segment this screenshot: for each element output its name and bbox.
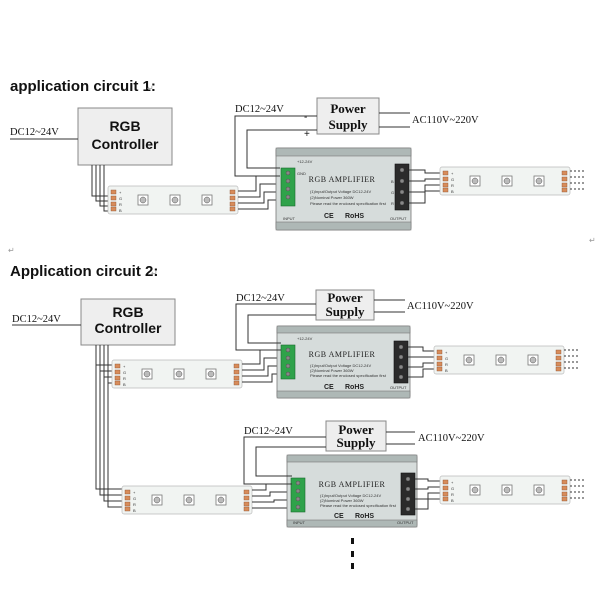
amp1-input-voltage: DC12~24V [235,104,284,115]
para-mark: ↵ [147,84,154,93]
amp1-g: G [391,190,394,195]
led-strip-1a [107,185,239,215]
led-strip-2b-out [439,475,571,505]
amp1-spec-3: Please read the enclosed specification f… [310,201,387,206]
power2b-label-2: Supply [336,435,376,450]
amp1-vcc: +12-24V [297,159,313,164]
controller1-label-1: RGB [109,118,140,134]
amp1-output-label: OUTPUT [390,216,407,221]
controller2-label-2: Controller [95,320,162,336]
led-strip-2a-out [433,345,565,375]
amp2a-rohs: RoHS [345,384,364,391]
para-mark: ↵ [151,269,158,278]
controller2-label-1: RGB [112,304,143,320]
para-mark: ↵ [589,236,596,245]
amp2a-ce: CE [324,384,334,391]
rgb-controller-1 [77,107,173,166]
amp2b-spec-3: Please read the enclosed specification f… [320,503,397,508]
power1-label-1: Power [330,101,366,116]
amp2b-rohs: RoHS [355,513,374,520]
amp1-input-label: INPUT [283,216,296,221]
para-mark: ↵ [8,246,15,255]
amp2a-spec-1: (1)Input/Output Voltage DC12-24V [310,363,371,368]
power-supply-2b [325,420,387,452]
ac1-input-label: AC110V~220V [412,115,479,126]
rgb-amplifier-1: RGB AMPLIFIER (1)Input/Output Voltage DC… [275,147,412,231]
amp2a-name: RGB AMPLIFIER [309,350,376,359]
rgb-amplifier-2a: RGB AMPLIFIER (1)Input/Output Voltage DC… [276,325,411,399]
circuit1-title: application circuit 1: [10,78,156,95]
power1-label-2: Supply [328,117,368,132]
amp1-r: R [391,201,394,206]
circuit2-title: Application circuit 2: [10,263,158,280]
led-strip-2b [121,485,253,515]
amp1-b: B [391,179,394,184]
led-strip-1b [439,166,571,196]
power2a-label-2: Supply [325,304,365,319]
amp2a-spec-3: Please read the enclosed specification f… [310,373,387,378]
amp2a-input-voltage: DC12~24V [236,293,285,304]
amp2a-output-label: OUTPUT [390,385,407,390]
plus-sign: + [304,129,310,140]
amp2b-spec-2: (2)Nominal Power 360W [320,498,364,503]
amp2b-spec-1: (1)Input/Output Voltage DC12-24V [320,493,381,498]
rgb-controller-2 [80,298,176,346]
amp1-gnd: GND [297,171,306,176]
amp2b-input-voltage: DC12~24V [244,426,293,437]
controller2-input-label: DC12~24V [12,314,61,325]
minus-sign: - [304,112,307,123]
amp2b-name: RGB AMPLIFIER [319,480,386,489]
rgb-amplifier-2b: RGB AMPLIFIER (1)Input/Output Voltage DC… [286,454,418,528]
power2a-label-1: Power [327,290,363,305]
amp1-spec-1: (1)Input/Output Voltage DC12-24V [310,189,371,194]
amp2b-input-label: INPUT [293,520,306,525]
controller1-label-2: Controller [92,136,159,152]
controller1-input-label: DC12~24V [10,127,59,138]
power2b-label-1: Power [338,422,374,437]
ac2b-input-label: AC110V~220V [418,433,485,444]
amp2b-output-label: OUTPUT [397,520,414,525]
amp2b-ce: CE [334,513,344,520]
amp2a-vcc: +12-24V [297,336,313,341]
ac2a-input-label: AC110V~220V [407,301,474,312]
power-supply-2a [315,289,375,321]
continuation-dots [351,538,354,569]
led-strip-2a [111,359,243,389]
amp1-ce: CE [324,213,334,220]
amp1-rohs: RoHS [345,213,364,220]
amp1-spec-2: (2)Nominal Power 360W [310,195,354,200]
amp1-name: RGB AMPLIFIER [309,175,376,184]
amp2a-spec-2: (2)Nominal Power 360W [310,368,354,373]
